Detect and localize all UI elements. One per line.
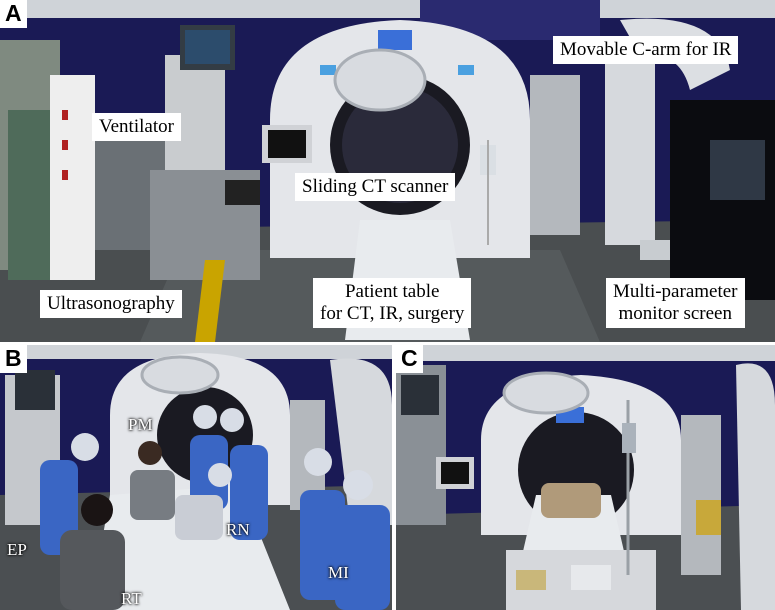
monitor-screen-label-line2: monitor screen — [618, 303, 732, 324]
panel-divider-vertical — [392, 345, 396, 610]
role-mi: MI — [328, 563, 349, 582]
panel-b-letter: B — [0, 345, 27, 373]
role-ep: EP — [7, 540, 27, 559]
patient-table-label: Patient table for CT, IR, surgery — [313, 278, 472, 328]
monitor-screen-label: Multi-parameter monitor screen — [606, 278, 745, 328]
patient-table-label-line2: for CT, IR, surgery — [320, 303, 465, 324]
panel-c-letter: C — [396, 345, 423, 373]
panel-b: B PM EP RN MI RT — [0, 345, 392, 610]
panel-divider-horizontal — [0, 342, 775, 345]
ultrasonography-label: Ultrasonography — [40, 290, 182, 318]
monitor-screen-label-line1: Multi-parameter — [613, 281, 738, 302]
role-rt: RT — [121, 589, 142, 608]
patient-table-label-line1: Patient table — [344, 281, 440, 302]
ct-scanner-label: Sliding CT scanner — [295, 173, 456, 201]
panel-a-letter: A — [0, 0, 27, 28]
role-pm: PM — [128, 415, 153, 434]
c-arm-label: Movable C-arm for IR — [553, 36, 739, 64]
role-rn: RN — [226, 520, 250, 539]
panel-a: A Movable C-arm for IR Ventilator Slidin… — [0, 0, 775, 342]
ventilator-label: Ventilator — [92, 113, 181, 141]
panel-c-photo — [396, 345, 775, 610]
panel-b-photo — [0, 345, 392, 610]
panel-c: C — [396, 345, 775, 610]
